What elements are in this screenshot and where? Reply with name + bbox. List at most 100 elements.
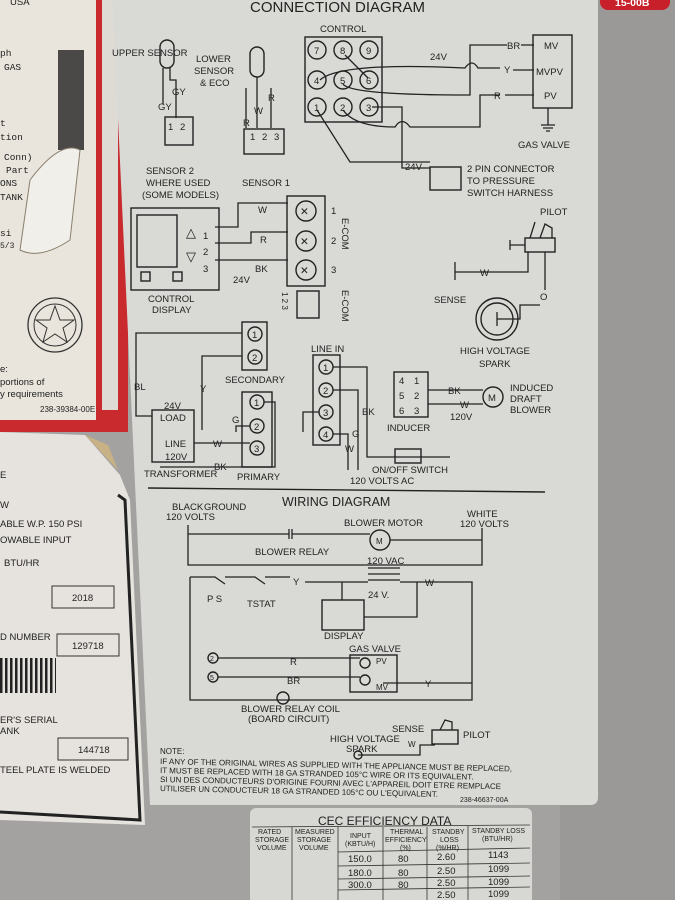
label-text: EFFICIENCY <box>385 837 427 844</box>
label-text: CONTROL <box>320 24 366 35</box>
label-text: CONTROL <box>148 294 194 305</box>
label-text: 120 VOLTS <box>166 512 215 523</box>
label-text: (SOME MODELS) <box>142 190 219 201</box>
label-text: R <box>260 235 267 246</box>
label-text: W <box>258 205 267 216</box>
label-text: 80 <box>398 880 409 891</box>
label-text: UPPER SENSOR <box>112 48 188 59</box>
label-text: R <box>268 93 275 104</box>
label-text: 2 <box>252 353 257 364</box>
label-text: TO PRESSURE <box>467 176 535 187</box>
label-text: GY <box>158 102 172 113</box>
serial-value: 144718 <box>78 745 110 756</box>
label-text: INDUCED <box>510 383 553 394</box>
label-text: MVPV <box>536 67 564 78</box>
label-text: 2.50 <box>437 878 456 889</box>
label-text: 180.0 <box>348 868 372 879</box>
label-text: DISPLAY <box>324 631 364 642</box>
label-text: BK <box>362 407 375 418</box>
label-text: VOLUME <box>299 845 329 852</box>
label-text: E-COM <box>339 218 350 250</box>
label-text: 24V <box>430 52 448 63</box>
label-text: 5/3 <box>0 242 15 251</box>
label-text: SENSOR 2 <box>146 166 194 177</box>
label-text: 5 <box>340 76 345 87</box>
label-text: ABLE W.P. 150 PSI <box>0 519 82 530</box>
label-text: 6 <box>366 76 371 87</box>
label-text: e: <box>0 364 8 375</box>
label-text: BR <box>287 676 300 687</box>
blower-motor-icon <box>369 529 391 551</box>
label-text: si <box>0 228 12 239</box>
label-text: HIGH VOLTAGE <box>460 346 530 357</box>
label-text: W <box>0 500 9 511</box>
label-text: ANK <box>0 726 20 737</box>
label-text: 120 VOLTS AC <box>350 476 414 487</box>
label-text: 1 <box>254 398 259 409</box>
label-text: W <box>460 400 469 411</box>
year-value: 2018 <box>72 593 93 604</box>
label-text: 4 <box>314 76 319 87</box>
label-text: D NUMBER <box>0 632 51 643</box>
label-text: (%) <box>400 845 411 852</box>
label-text: PILOT <box>463 730 491 741</box>
label-text: 4 <box>399 376 404 387</box>
cec-efficiency-table: CEC EFFICIENCY DATA RATED STORAGE VOLUME… <box>250 808 532 900</box>
label-text: (KBTU/H) <box>345 841 375 848</box>
label-text: ONS <box>0 178 17 189</box>
label-text: 2 <box>414 391 419 402</box>
left-label: USA ph GAS t tion Conn) Part ONS TANK si… <box>0 0 128 432</box>
label-text: BLOWER MOTOR <box>344 518 423 529</box>
control-display-box <box>130 207 220 291</box>
label-text: ER'S SERIAL <box>0 715 58 726</box>
label-text: 1099 <box>488 889 509 900</box>
label-text: 1 <box>250 132 255 143</box>
label-text: LINE IN <box>311 344 344 355</box>
label-text: M <box>376 537 383 546</box>
label-text: 2 <box>340 103 345 114</box>
label-text: 2 <box>323 386 328 397</box>
label-text: t <box>0 118 6 129</box>
down-arrow-icon: ▽ <box>186 249 196 264</box>
label-text: 8 <box>340 46 345 57</box>
top-tag: 15-00B <box>600 0 670 10</box>
label-text: (BOARD CIRCUIT) <box>248 714 329 725</box>
label-text: BLACK <box>172 502 204 513</box>
label-text: PILOT <box>540 207 568 218</box>
label-text: & ECO <box>200 78 230 89</box>
label-text: 3 <box>366 103 371 114</box>
label-text: 150.0 <box>348 854 372 865</box>
label-text: SENSOR <box>194 66 234 77</box>
label-text: LINE <box>165 439 186 450</box>
label-text: 238-39384-00E <box>40 405 95 414</box>
barcode-icon <box>0 658 56 693</box>
label-text: STANDBY <box>432 829 465 836</box>
label-text: BLOWER RELAY COIL <box>241 704 340 715</box>
label-text: 3 <box>203 264 208 275</box>
display-icon <box>321 599 365 631</box>
label-text: E <box>0 470 6 481</box>
relay-coil-icon <box>276 691 290 705</box>
label-text: 1 <box>168 122 173 133</box>
label-text: 80 <box>398 854 409 865</box>
pilot-icon <box>509 221 556 253</box>
label-text: HIGH VOLTAGE <box>330 734 400 745</box>
label-text: 120V <box>450 412 473 423</box>
label-text: SWITCH HARNESS <box>467 188 553 199</box>
label-text: G <box>232 415 239 426</box>
label-text: W <box>345 444 354 455</box>
label-text: P S <box>207 594 222 605</box>
label-text: GROUND <box>204 502 246 513</box>
label-text: Y <box>200 384 207 395</box>
label-text: 120 VOLTS <box>460 519 509 530</box>
label-text: VOLUME <box>257 845 287 852</box>
label-text: 3 <box>323 408 328 419</box>
label-text: BK <box>214 462 227 473</box>
label-text: (BTU/HR) <box>482 836 513 843</box>
label-text: (%/HR) <box>436 845 459 852</box>
label-text: SPARK <box>346 744 378 755</box>
label-text: TANK <box>0 192 23 203</box>
label-text: 3 <box>254 444 259 455</box>
label-text: RATED <box>258 829 281 836</box>
